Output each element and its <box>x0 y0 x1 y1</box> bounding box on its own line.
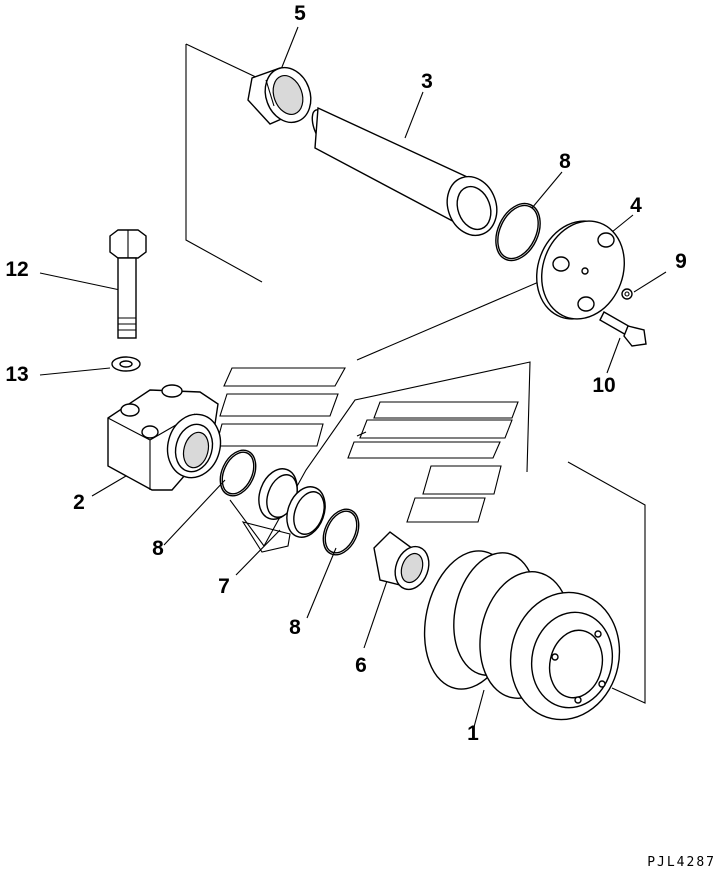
assembly-boundary-lines <box>185 43 646 704</box>
label-part-4: 4 <box>630 194 642 217</box>
label-part-2: 2 <box>73 491 85 514</box>
logo-watermark <box>215 361 531 553</box>
part-9-o-ring <box>495 202 541 262</box>
label-part-3: 3 <box>421 70 433 93</box>
label-part-8-left: 8 <box>152 537 164 560</box>
part-13-washer <box>111 356 141 372</box>
part-8-o-ring-right <box>322 508 360 556</box>
label-part-11: 10 <box>592 374 615 397</box>
part-12-bolt <box>109 229 147 339</box>
part-4-cover-plate <box>536 220 625 320</box>
part-8-o-ring-left <box>219 449 257 497</box>
label-part-7: 7 <box>218 575 230 598</box>
part-number-labels: 5 3 8 4 9 10 12 13 2 8 7 8 6 1 <box>5 2 687 745</box>
drawing-code: PJL4287 <box>647 855 716 870</box>
part-3-shaft <box>311 106 498 237</box>
part-5-bushing <box>247 66 312 125</box>
leader-lines <box>39 26 667 728</box>
label-part-12: 12 <box>5 258 28 281</box>
part-11-bolt <box>599 311 647 347</box>
label-part-10: 9 <box>675 250 687 273</box>
part-7-floating-seal <box>258 468 326 538</box>
label-part-5: 5 <box>294 2 306 25</box>
part-2-bracket-housing <box>107 384 222 491</box>
part-10-plug <box>621 288 633 300</box>
label-part-1: 1 <box>467 722 479 745</box>
label-part-13: 13 <box>5 363 28 386</box>
part-6-bushing <box>373 531 430 591</box>
label-part-9: 8 <box>559 150 571 173</box>
label-part-6: 6 <box>355 654 367 677</box>
label-part-8-right: 8 <box>289 616 301 639</box>
part-1-roller-wheel <box>423 550 621 721</box>
